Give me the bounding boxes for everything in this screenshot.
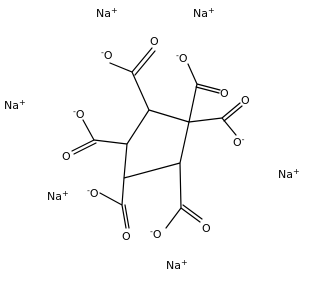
c4-double-o-a <box>121 204 127 229</box>
c2-right-single-o <box>221 117 237 136</box>
c5-single-o <box>82 119 95 141</box>
oxygen-anion-label: O- <box>233 135 245 149</box>
oxygen-label: O <box>220 87 229 100</box>
sodium-ion-label: Na+ <box>96 6 118 20</box>
cyclopentane-ring <box>123 109 190 179</box>
c3-carboxyl-bond <box>179 162 182 209</box>
c1-double-o-b <box>134 50 156 76</box>
c5-carboxyl-bond <box>93 139 128 145</box>
c2-right-double-o-b <box>223 105 243 122</box>
c1-double-o-a <box>131 47 153 73</box>
c3-single-o <box>165 207 182 229</box>
ring-bond-4 <box>123 143 128 179</box>
oxygen-label: O <box>150 35 159 48</box>
oxygen-label: O <box>122 230 131 243</box>
oxygen-label: O <box>202 222 211 235</box>
oxygen-label: O <box>241 94 250 107</box>
c4-double-o-b <box>124 204 130 229</box>
ring-bond-2 <box>179 121 190 164</box>
ring-bond-1 <box>148 109 190 123</box>
structure-diagram: -O O -O O O O- -O O -O O O -O Na+ Na+ Na… <box>4 6 300 272</box>
sodium-ion-label: Na+ <box>278 167 300 181</box>
sodium-ion-label: Na+ <box>4 98 26 112</box>
c4-carboxyl-bond <box>121 177 125 206</box>
c3-double-o-a <box>180 207 201 223</box>
c2-up-double-o-a <box>196 83 221 91</box>
c3-double-o-b <box>182 204 203 220</box>
ring-bond-5 <box>126 109 150 145</box>
c1-carboxyl-bond <box>131 71 150 111</box>
oxygen-labels: -O O -O O O O- -O O -O O O -O <box>62 35 250 243</box>
c2-carboxyl-up-bond <box>188 83 198 123</box>
sodium-ion-label: Na+ <box>47 189 69 203</box>
c2-up-single-o <box>187 63 198 85</box>
oxygen-anion-label: -O <box>87 186 99 200</box>
ring-bond-3 <box>123 162 181 179</box>
oxygen-anion-label: -O <box>150 227 162 241</box>
c4-single-o <box>99 192 123 206</box>
sodium-ion-label: Na+ <box>193 6 215 20</box>
oxygen-anion-label: -O <box>176 51 188 65</box>
oxygen-anion-label: -O <box>73 107 85 121</box>
c5-double-o-a <box>71 139 95 152</box>
c2-carboxyl-right-bond <box>188 117 223 123</box>
sodium-ion-label: Na+ <box>166 258 188 272</box>
c2-up-double-o-b <box>195 86 220 94</box>
c2-right-double-o-a <box>221 102 241 119</box>
oxygen-anion-label: -O <box>101 48 113 62</box>
sodium-ions: Na+ Na+ Na+ Na+ Na+ Na+ <box>4 6 300 272</box>
c5-double-o-b <box>73 142 97 155</box>
molecule-canvas: -O O -O O O O- -O O -O O O -O Na+ Na+ Na… <box>4 6 300 272</box>
c1-single-o <box>109 62 133 73</box>
carboxylate-bonds <box>71 47 243 229</box>
oxygen-label: O <box>62 150 71 163</box>
